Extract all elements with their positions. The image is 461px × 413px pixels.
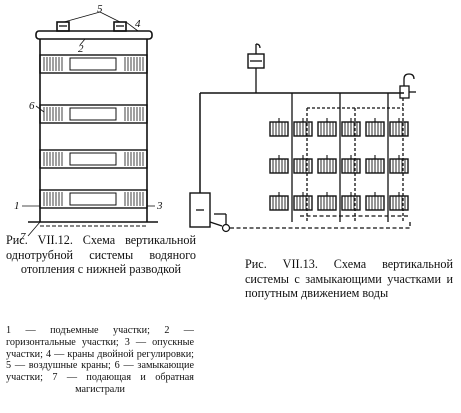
radiator <box>341 155 361 174</box>
radiator <box>389 155 409 174</box>
radiator <box>389 118 409 137</box>
radiator <box>365 192 385 211</box>
radiator <box>317 155 337 174</box>
floor-band-1 <box>39 54 148 74</box>
callout-5: 5 <box>97 3 103 15</box>
radiator <box>317 118 337 137</box>
figure-caption-vii-13: Рис. VII.13. Схема вертикальной системы … <box>245 257 453 301</box>
radiator <box>293 192 313 211</box>
radiator <box>269 192 289 211</box>
radiator <box>269 118 289 137</box>
radiator <box>341 118 361 137</box>
radiator <box>293 118 313 137</box>
radiator <box>365 118 385 137</box>
circulation-pump <box>221 223 231 233</box>
callout-7: 7 <box>20 231 26 243</box>
radiator <box>293 155 313 174</box>
radiator <box>269 155 289 174</box>
floor-band-4 <box>39 189 148 209</box>
callout-2: 2 <box>78 43 84 55</box>
air-vent-left <box>56 21 70 32</box>
callout-1: 1 <box>14 200 20 212</box>
figure-caption-vii-12: Рис. VII.12. Схема вертикальной однотруб… <box>6 233 196 277</box>
radiator <box>365 155 385 174</box>
return-main <box>230 222 411 229</box>
piping-schematic <box>189 43 416 233</box>
roof-header <box>35 30 153 40</box>
floor-band-2 <box>39 104 148 124</box>
callout-3: 3 <box>157 200 163 212</box>
radiator <box>317 192 337 211</box>
boiler <box>189 192 211 228</box>
radiator <box>389 192 409 211</box>
building-schematic <box>22 11 158 237</box>
radiator <box>341 192 361 211</box>
callout-6: 6 <box>29 100 35 112</box>
callout-4: 4 <box>135 18 141 30</box>
figure-legend-vii-12: 1 — подъемные участки; 2 — горизонтальны… <box>6 325 194 395</box>
floor-band-3 <box>39 149 148 169</box>
